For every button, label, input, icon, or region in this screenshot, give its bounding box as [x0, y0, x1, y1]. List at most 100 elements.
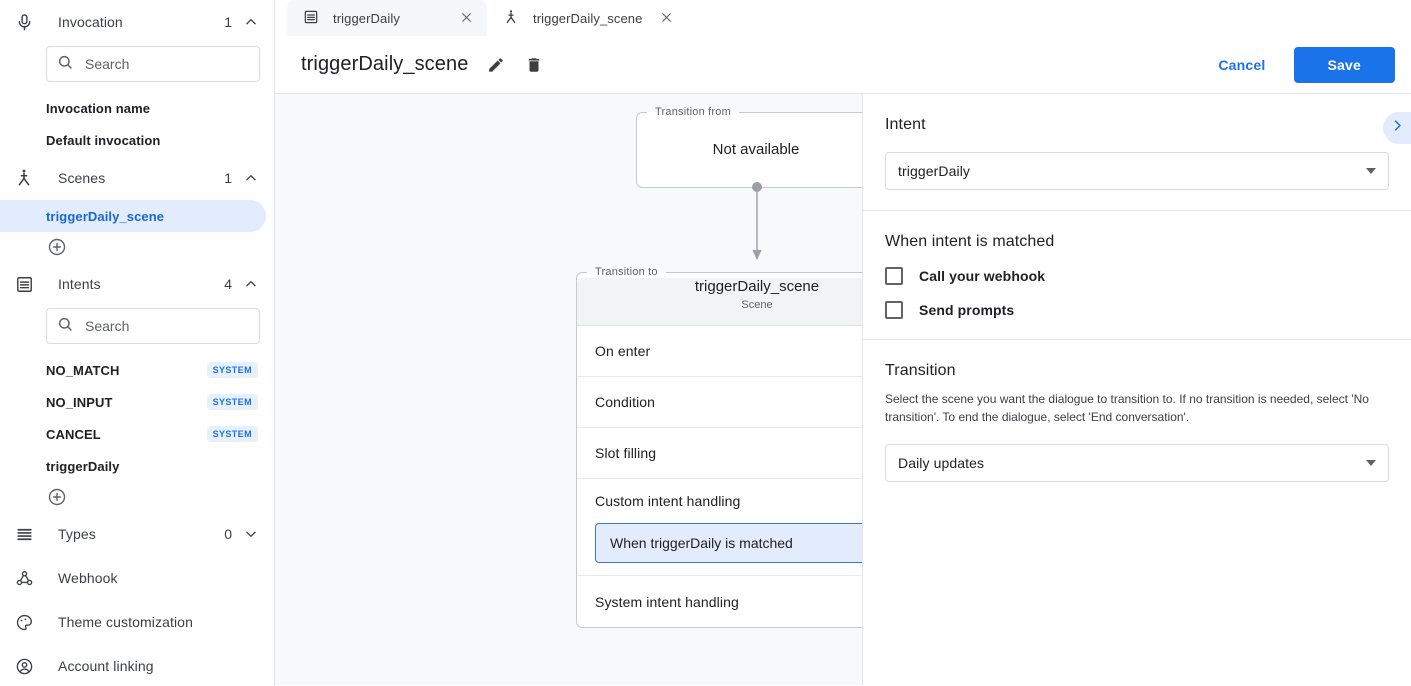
checkbox-label: Send prompts — [919, 302, 1015, 318]
account-icon — [12, 654, 36, 678]
close-icon[interactable] — [459, 10, 475, 26]
sidebar-item-label: NO_MATCH — [46, 362, 120, 378]
transition-to-legend: Transition to — [595, 266, 658, 278]
properties-panel: Intent triggerDaily When intent is match… — [862, 94, 1411, 685]
send-prompts-checkbox[interactable] — [885, 301, 903, 319]
transition-from-legend: Transition from — [655, 106, 731, 118]
invocation-search-wrap — [0, 44, 274, 92]
transition-select-value: Daily updates — [898, 455, 985, 471]
add-scene-button[interactable] — [46, 236, 68, 258]
sidebar-item-no-input[interactable]: NO_INPUT SYSTEM — [0, 386, 274, 418]
scene-row-slot-filling[interactable]: Slot filling + — [577, 428, 862, 479]
types-icon — [12, 522, 36, 546]
microphone-icon — [12, 10, 36, 34]
sidebar-group-label: Scenes — [58, 170, 106, 186]
invocation-search-input[interactable] — [83, 55, 249, 73]
scene-title-bar: triggerDaily_scene Cancel Save — [275, 36, 1411, 94]
sidebar-item-no-match[interactable]: NO_MATCH SYSTEM — [0, 354, 274, 386]
sidebar-item-account-linking[interactable]: Account linking — [0, 644, 274, 686]
search-icon — [57, 54, 73, 75]
checkbox-label: Call your webhook — [919, 268, 1046, 284]
scene-node[interactable]: Transition to triggerDaily_scene Scene O… — [576, 266, 862, 628]
sidebar-item-invocation-name[interactable]: Invocation name — [0, 92, 274, 124]
add-intent-button[interactable] — [46, 486, 68, 508]
sidebar-item-triggerdaily-scene[interactable]: triggerDaily_scene — [0, 200, 266, 232]
sidebar-group-invocation[interactable]: Invocation 1 — [0, 0, 274, 44]
intent-handler-label: When triggerDaily is matched — [610, 535, 793, 551]
scene-row-label: Condition — [595, 394, 656, 410]
invocation-search-box[interactable] — [46, 46, 260, 82]
sidebar-item-label: Theme customization — [58, 614, 193, 630]
trash-icon[interactable] — [524, 55, 544, 75]
sidebar-group-count: 4 — [224, 276, 232, 292]
transition-section-title: Transition — [885, 362, 956, 379]
webhook-icon — [12, 566, 36, 590]
tab-label: triggerDaily — [333, 10, 400, 26]
checkbox-row-send-prompts[interactable]: Send prompts — [885, 301, 1389, 319]
sidebar-item-cancel[interactable]: CANCEL SYSTEM — [0, 418, 274, 450]
add-scene-row — [0, 232, 274, 262]
transition-from-node[interactable]: Transition from Not available — [636, 106, 862, 188]
content-area: triggerDaily triggerDaily_scene — [275, 0, 1411, 686]
sidebar-item-webhook[interactable]: Webhook — [0, 556, 274, 600]
sidebar-item-label: Invocation name — [46, 100, 151, 116]
chevron-up-icon — [244, 15, 258, 29]
sidebar-group-scenes[interactable]: Scenes 1 — [0, 156, 274, 200]
sidebar-item-label: CANCEL — [46, 426, 101, 442]
status-badge: SYSTEM — [206, 426, 258, 442]
pencil-icon[interactable] — [486, 55, 506, 75]
scene-row-system-intent-handling[interactable]: System intent handling + — [577, 576, 862, 627]
scene-node-subtitle: Scene — [741, 299, 773, 311]
sidebar-item-label: triggerDaily_scene — [46, 208, 165, 224]
scene-row-label: On enter — [595, 343, 651, 359]
scene-row-on-enter[interactable]: On enter + — [577, 326, 862, 377]
intent-handler-wrap: When triggerDaily is matched — [577, 523, 862, 576]
sidebar-item-triggerdaily[interactable]: triggerDaily — [0, 450, 274, 482]
sidebar-group-count: 0 — [224, 526, 232, 542]
intents-search-input[interactable] — [83, 317, 249, 335]
intents-search-box[interactable] — [46, 308, 260, 344]
intent-header-row: Intent — [885, 116, 1389, 134]
sidebar-item-label: NO_INPUT — [46, 394, 113, 410]
status-badge: SYSTEM — [206, 394, 258, 410]
sidebar-group-label: Types — [58, 526, 96, 542]
sidebar-item-default-invocation[interactable]: Default invocation — [0, 124, 274, 156]
chevron-down-icon — [244, 527, 258, 541]
panel-section-when-matched: When intent is matched Call your webhook… — [863, 211, 1411, 340]
scene-row-condition[interactable]: Condition + — [577, 377, 862, 428]
sidebar-group-types[interactable]: Types 0 — [0, 512, 274, 556]
sidebar-group-intents[interactable]: Intents 4 — [0, 262, 274, 306]
cancel-button[interactable]: Cancel — [1202, 48, 1281, 82]
when-matched-title: When intent is matched — [885, 233, 1055, 250]
tab-label: triggerDaily_scene — [533, 10, 643, 26]
collapse-panel-button[interactable] — [1383, 112, 1411, 144]
close-icon[interactable] — [659, 10, 675, 26]
intents-icon — [303, 9, 321, 27]
scene-row-custom-intent-handling[interactable]: Custom intent handling + — [577, 479, 862, 523]
panel-section-intent: Intent triggerDaily — [863, 94, 1411, 211]
intent-select[interactable]: triggerDaily — [885, 152, 1389, 190]
intents-icon — [12, 272, 36, 296]
intent-handler-when-triggerdaily-is-matched[interactable]: When triggerDaily is matched — [595, 523, 862, 563]
scene-node-title: triggerDaily_scene — [694, 278, 820, 295]
tab-triggerdaily-scene[interactable]: triggerDaily_scene — [487, 0, 687, 36]
checkbox-row-call-your-webhook[interactable]: Call your webhook — [885, 267, 1389, 285]
tab-triggerdaily[interactable]: triggerDaily — [287, 0, 487, 36]
sidebar-item-label: Account linking — [58, 658, 154, 674]
page-title: triggerDaily_scene — [301, 53, 469, 75]
call-webhook-checkbox[interactable] — [885, 267, 903, 285]
chevron-down-icon — [1366, 460, 1376, 466]
sidebar-item-theme-customization[interactable]: Theme customization — [0, 600, 274, 644]
search-icon — [57, 316, 73, 337]
scene-row-label: Slot filling — [595, 445, 657, 461]
scene-graph-canvas[interactable]: Transition from Not available Transit — [275, 94, 862, 685]
transition-select[interactable]: Daily updates — [885, 444, 1389, 482]
sidebar-group-label: Intents — [58, 276, 101, 292]
tab-bar: triggerDaily triggerDaily_scene — [275, 0, 1411, 36]
intent-section-title: Intent — [885, 116, 926, 133]
intent-select-value: triggerDaily — [898, 163, 970, 179]
save-button[interactable]: Save — [1293, 46, 1395, 83]
sidebar-group-label: Invocation — [58, 14, 123, 30]
scene-node-box: Transition to triggerDaily_scene Scene O… — [576, 266, 862, 628]
chevron-up-icon — [244, 277, 258, 291]
